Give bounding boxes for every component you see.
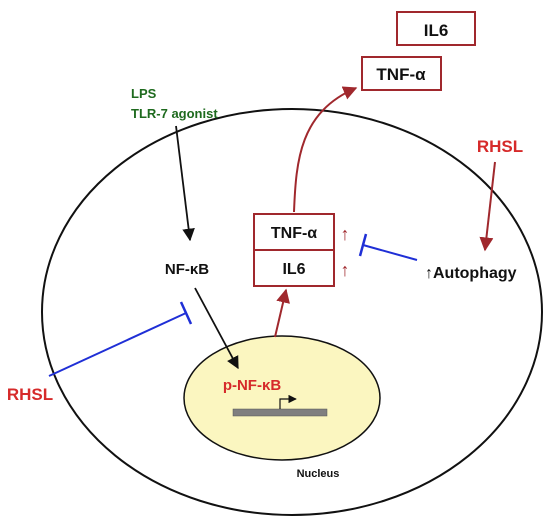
lps-label: LPS (131, 86, 157, 101)
nucleus-to-cytokines-arrow (274, 288, 290, 338)
il6-up-arrow: ↑ (341, 260, 350, 280)
tnf-up-arrow: ↑ (341, 224, 350, 244)
rhsl-right-label: RHSL (477, 137, 523, 156)
il6-top-label: IL6 (424, 21, 449, 40)
cell-membrane (41, 108, 543, 516)
il6-box-mid (253, 249, 335, 287)
tnf-box-top (361, 56, 442, 91)
autophagy-inhibition-bar (358, 233, 368, 257)
tnf-mid-label: TNF-α (271, 225, 317, 242)
p-nfkb-label: p-NF-κB (223, 377, 282, 394)
cytokine-secretion-arrow (293, 86, 358, 213)
rhsl-left-label: RHSL (7, 385, 53, 404)
autophagy-inhibition-line (362, 244, 418, 261)
autophagy-label: ↑Autophagy (425, 265, 517, 282)
il6-mid-label: IL6 (282, 261, 305, 278)
gene-bar (232, 408, 328, 417)
tlr7-label: TLR-7 agonist (131, 106, 218, 121)
rhsl-inhibition-bar (179, 301, 193, 325)
nfkb-label: NF-κB (165, 261, 209, 278)
tnf-top-label: TNF-α (376, 65, 426, 84)
il6-box-top (396, 11, 476, 46)
nucleus-shape (183, 335, 381, 461)
rhsl-to-autophagy-arrow (479, 161, 496, 252)
transcription-start-arrow (279, 394, 297, 409)
ligand-to-nfkb-arrow (175, 125, 195, 242)
rhsl-inhibition-line (48, 312, 187, 377)
nfkb-to-nucleus-arrow (194, 287, 239, 370)
tnf-box-mid (253, 213, 335, 251)
nucleus-label: Nucleus (297, 468, 340, 480)
